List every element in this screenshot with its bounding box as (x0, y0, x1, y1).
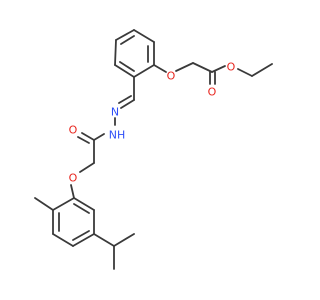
bond (153, 64, 167, 73)
atom-label-oxygen: O (69, 172, 78, 185)
bond (93, 133, 105, 141)
bond (118, 95, 132, 104)
atom-labels: O O O N NH O O (69, 61, 236, 185)
background (0, 0, 300, 300)
bond (73, 197, 95, 211)
atom-label-oxygen: O (208, 86, 217, 99)
bond (70, 184, 75, 199)
molecule-structure-diagram: O O O N NH O O (0, 0, 300, 300)
atom-label-oxygen: O (69, 124, 78, 137)
atom-label-oxygen: O (227, 61, 236, 74)
bond (175, 62, 194, 72)
bond (93, 233, 115, 247)
bond (79, 162, 95, 173)
atom-label-oxygen: O (167, 70, 176, 83)
bond (133, 64, 155, 78)
bond (237, 68, 253, 77)
bond (192, 62, 213, 73)
bond (120, 99, 135, 109)
bond (81, 132, 95, 141)
bond-inner (72, 230, 90, 241)
bond (52, 197, 75, 211)
bond (113, 233, 135, 247)
bond (52, 233, 74, 247)
bond (72, 233, 95, 247)
bond (133, 29, 155, 43)
bond (115, 29, 135, 41)
bond (77, 136, 90, 144)
bond (114, 39, 117, 66)
bonds (34, 29, 273, 270)
bond (251, 63, 273, 77)
bond (114, 64, 135, 78)
bond (34, 197, 54, 211)
bond-inner (119, 61, 135, 72)
bond-inner (73, 203, 90, 214)
atom-label-nitrogen: NH (109, 129, 126, 142)
bond-inner (120, 35, 135, 45)
atom-label-nitrogen: N (111, 106, 119, 119)
bond (211, 65, 226, 73)
